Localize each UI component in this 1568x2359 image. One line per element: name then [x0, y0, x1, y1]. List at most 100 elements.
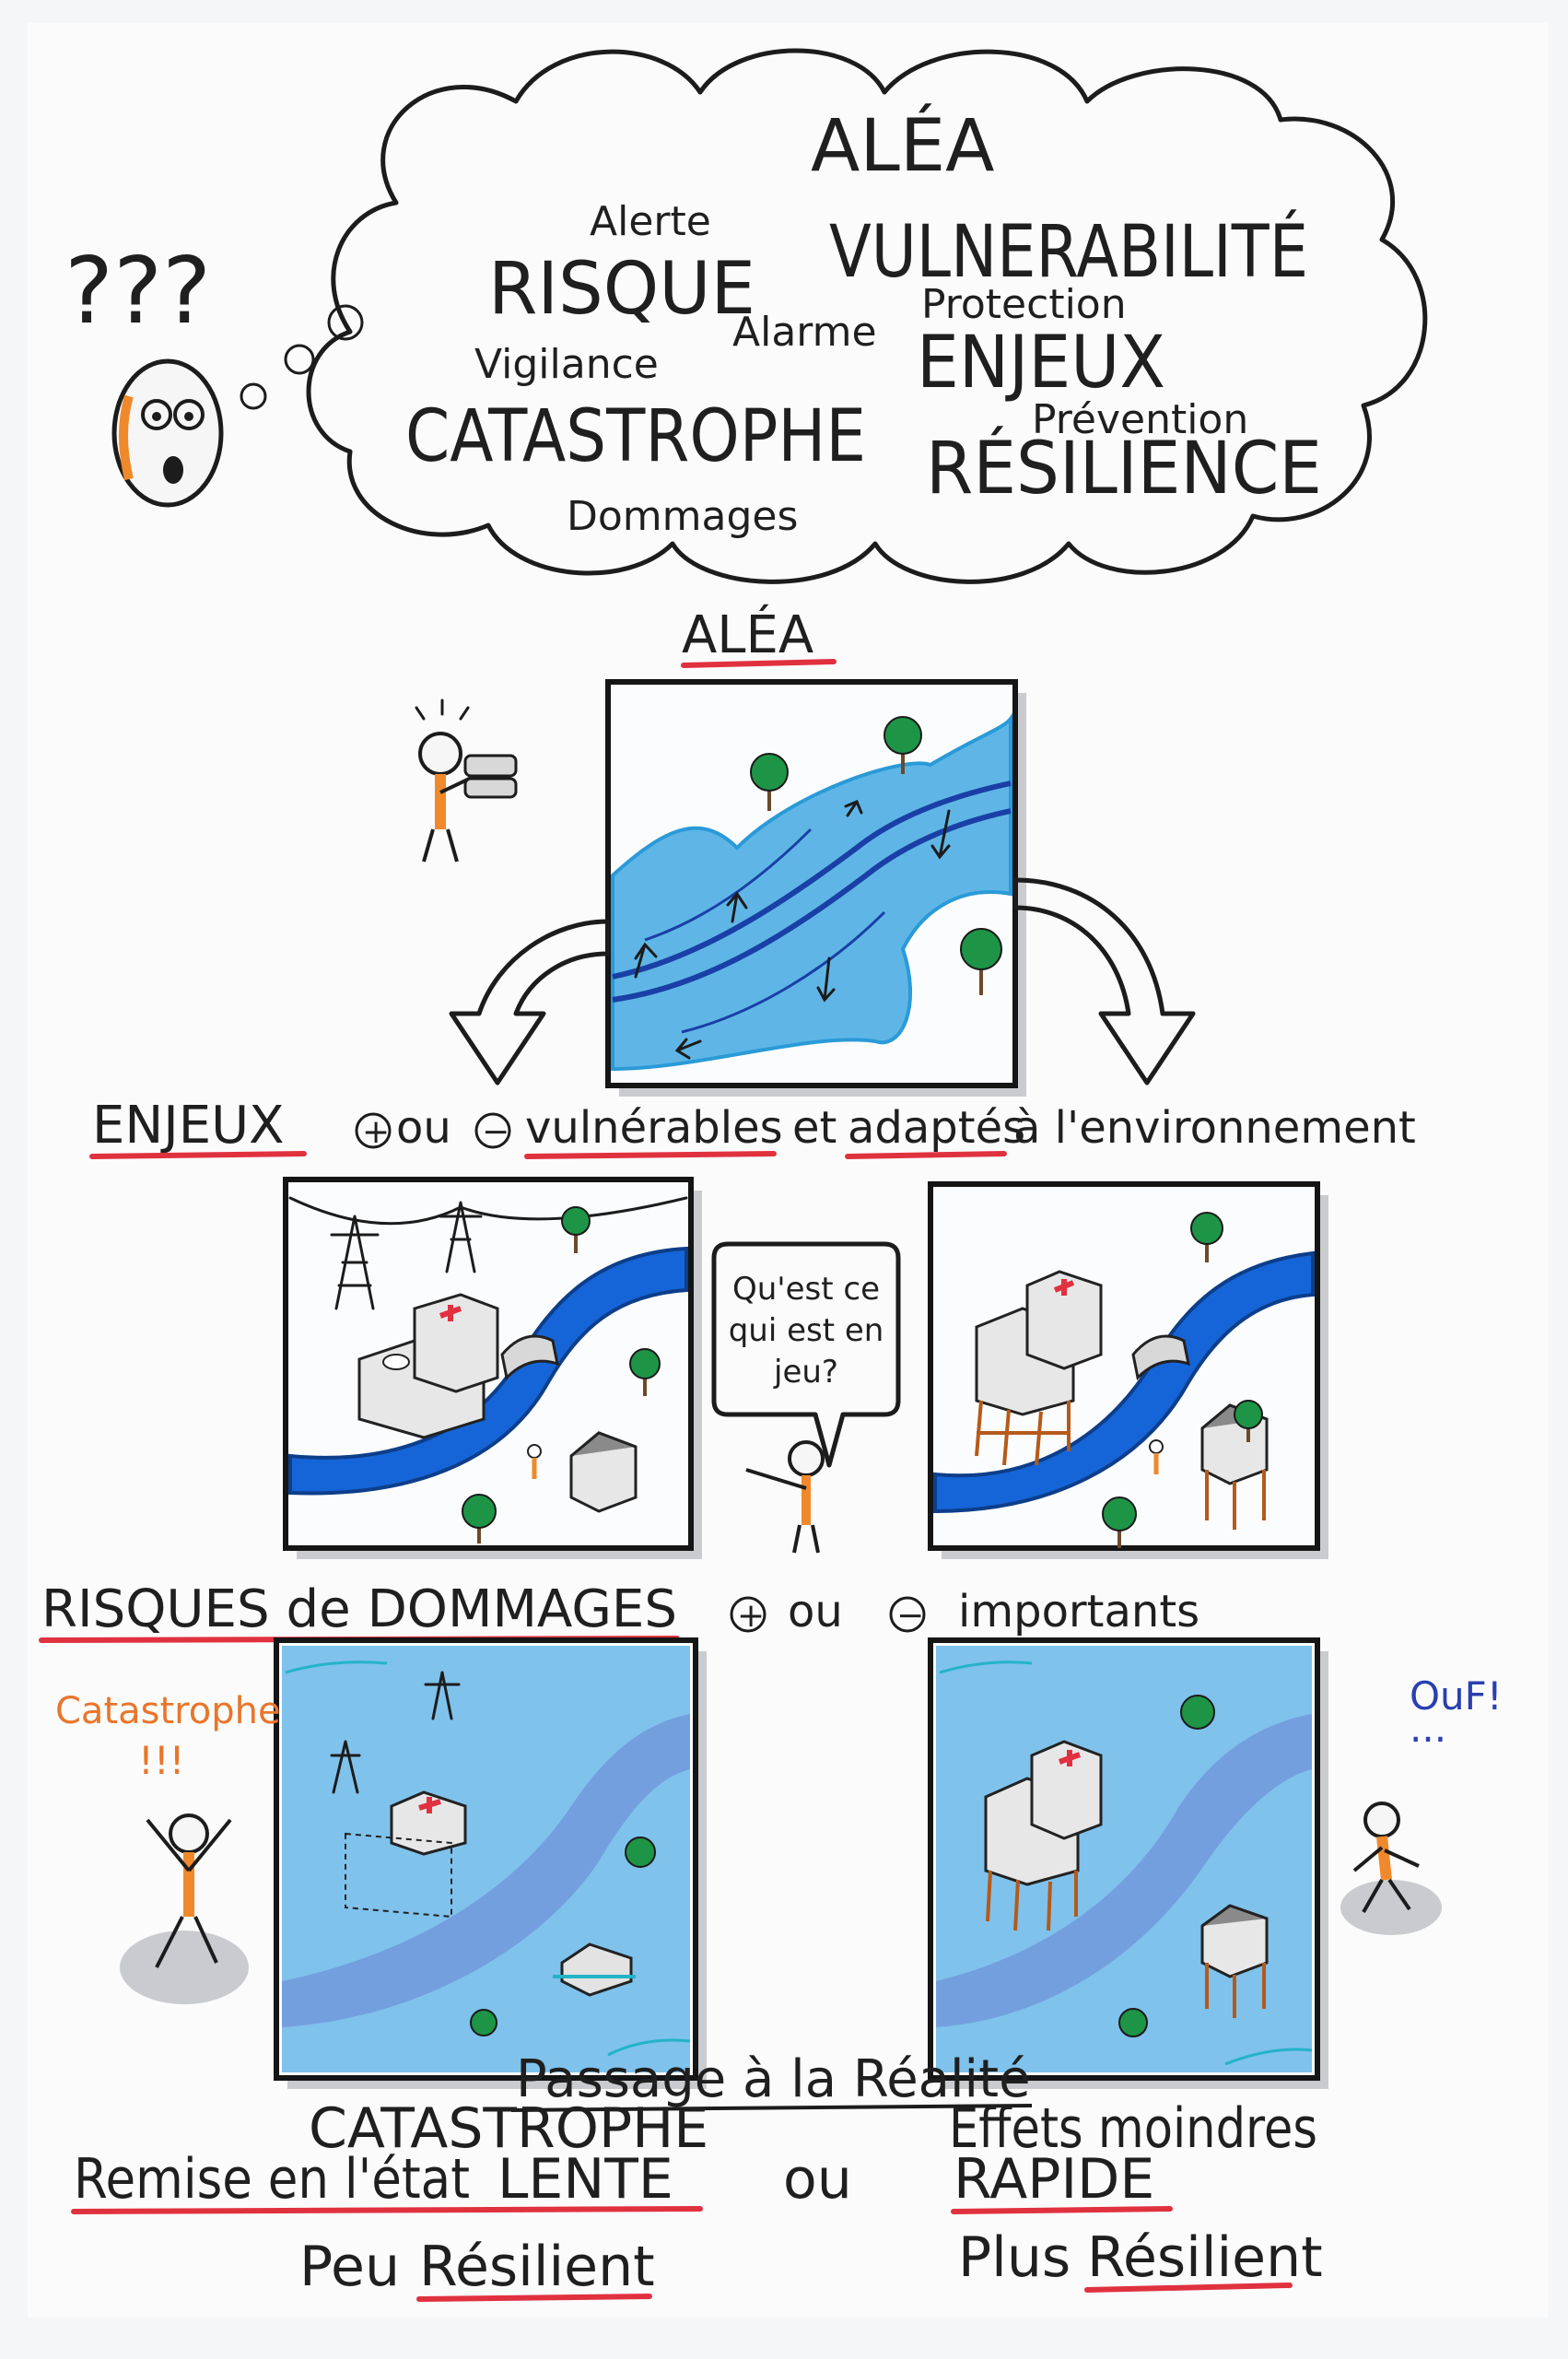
tree-icon	[1190, 1212, 1223, 1262]
risques-rest: importants	[958, 1586, 1199, 1637]
cloud-word-alarme: Alarme	[732, 309, 877, 356]
risques-ou: ou	[788, 1586, 843, 1637]
outcome-right-plus: Plus	[958, 2225, 1071, 2290]
outcome-left-remise: Remise en l'état	[74, 2147, 470, 2212]
cloud-word-enjeux: ENJEUX	[917, 322, 1165, 405]
alea-panel	[605, 679, 1026, 1097]
pylon-icon	[330, 1740, 361, 1794]
cloud-word-vigilance: Vigilance	[474, 341, 659, 388]
svg-text:Qu'est ce: Qu'est ce	[732, 1271, 880, 1308]
house-icon	[553, 1942, 636, 1997]
outcome-left-speed: LENTE	[497, 2147, 673, 2212]
enjeux-line: ENJEUX + ou − vulnérables et adaptés à l…	[89, 1096, 1416, 1159]
svg-text:+: +	[362, 1113, 390, 1151]
bridge-icon	[1131, 1334, 1190, 1381]
alea-underline	[681, 659, 837, 668]
minus-circle	[474, 1112, 511, 1149]
river	[933, 1250, 1315, 1514]
speech-bubble: Qu'est ce qui est en jeu?	[711, 1241, 901, 1468]
arrow-down-icon	[449, 919, 611, 1086]
svg-text:qui est en: qui est en	[729, 1312, 884, 1349]
house-icon	[569, 1431, 638, 1513]
tree-icon	[462, 1494, 497, 1543]
svg-text:jeu?: jeu?	[773, 1354, 838, 1391]
pylon-icon	[330, 1215, 380, 1310]
enjeux-title: ENJEUX	[92, 1096, 285, 1156]
svg-text:+: +	[737, 1597, 765, 1635]
svg-text:−: −	[482, 1113, 509, 1151]
hospital-icon	[975, 1270, 1103, 1466]
small-person	[527, 1444, 542, 1479]
passage-title: Passage à la Réalité	[516, 2049, 1031, 2109]
cloud-word-dommages: Dommages	[567, 493, 798, 540]
passage-underline	[510, 2104, 1033, 2112]
hospital-icon	[984, 1740, 1103, 1931]
observer-person	[415, 698, 518, 863]
hospital-icon	[357, 1293, 499, 1439]
cloud-word-prevention: Prévention	[1032, 396, 1248, 443]
cloud-word-alea: ALÉA	[811, 103, 994, 188]
hospital-icon	[345, 1790, 467, 1919]
enjeux-ou: ou	[396, 1102, 451, 1154]
cloud-word-risque: RISQUE	[488, 248, 755, 331]
plus-circle	[730, 1596, 766, 1633]
cloud-word-alerte: Alerte	[590, 198, 711, 245]
cloud-word-resilience: RÉSILIENCE	[926, 426, 1322, 511]
small-person	[1149, 1439, 1164, 1474]
river-channel	[612, 780, 1012, 980]
bridge-icon	[500, 1334, 559, 1381]
face	[111, 358, 224, 508]
pointing-person	[745, 1440, 825, 1554]
tree-icon	[625, 1837, 656, 1868]
plus-circle	[355, 1112, 392, 1149]
tree-icon	[1234, 1400, 1263, 1442]
tree-icon	[960, 928, 1002, 995]
ouf-person: OuF! ...	[1340, 1673, 1503, 1935]
ouf-dots: ...	[1410, 1706, 1446, 1751]
outcome-right-resilient: Résilient	[1087, 2225, 1323, 2290]
thought-cloud: ALÉA Alerte VULNERABILITÉ RISQUE Protect…	[306, 48, 1428, 584]
risques-title: RISQUES de DOMMAGES	[41, 1579, 677, 1639]
minus-circle	[889, 1596, 926, 1633]
house-icon	[1200, 1904, 1269, 2018]
flood-panel-right	[928, 1637, 1328, 2089]
alea-title: ALÉA	[682, 605, 813, 665]
outcome-right-speed: RAPIDE	[954, 2147, 1154, 2212]
enjeux-et: et	[792, 1102, 837, 1154]
pylon-icon	[424, 1671, 461, 1720]
ou-center: ou	[783, 2147, 852, 2212]
submerged-river	[936, 1714, 1312, 2027]
enjeux-panel-right	[928, 1181, 1328, 1559]
pylon-icon	[439, 1201, 483, 1273]
enjeux-rest: à l'environnement	[1013, 1102, 1416, 1154]
risques-line: RISQUES de DOMMAGES + ou − importants	[39, 1579, 1199, 1643]
ouf-label: OuF!	[1410, 1673, 1503, 1719]
tree-icon	[1118, 2008, 1148, 2037]
tree-icon	[1180, 1695, 1215, 1730]
binoculars-icon	[463, 754, 518, 799]
question-marks: ???	[64, 237, 211, 345]
svg-text:−: −	[896, 1597, 924, 1635]
thought-bubbles	[240, 304, 364, 410]
arrow-down-icon	[1012, 877, 1196, 1086]
enjeux-adaptes: adaptés	[848, 1102, 1025, 1154]
outcome-left-catastrophe: CATASTROPHE	[309, 2096, 708, 2161]
tree-icon	[561, 1206, 591, 1253]
outcome-left-peu: Peu	[299, 2235, 400, 2299]
outcome-right-effets: Effets moindres	[949, 2096, 1317, 2161]
confused-person: ???	[64, 237, 224, 508]
flood-panel-left	[274, 1637, 707, 2089]
tree-icon	[883, 716, 922, 774]
catastrophe-exclaim: !!!	[138, 1738, 185, 1783]
catastrophe-label: Catastrophe	[55, 1690, 281, 1732]
outcome-left-resilient: Résilient	[419, 2235, 655, 2299]
flood-water	[611, 712, 1012, 1072]
tree-icon	[750, 753, 789, 811]
submerged-river	[282, 1714, 690, 2027]
catastrophe-person: Catastrophe !!!	[55, 1690, 281, 2004]
tree-icon	[470, 2009, 497, 2036]
flow-arrows	[634, 800, 951, 1060]
tree-icon	[629, 1348, 661, 1396]
enjeux-vulnerables: vulnérables	[525, 1102, 783, 1154]
